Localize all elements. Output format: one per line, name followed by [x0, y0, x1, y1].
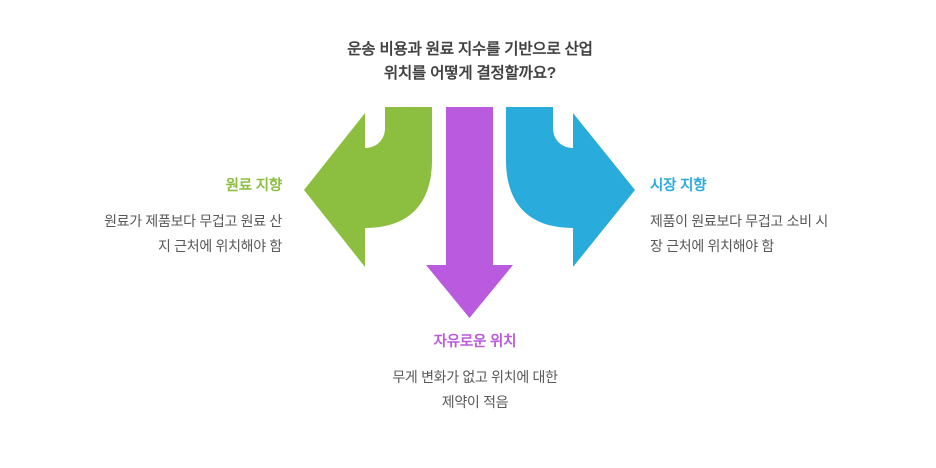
branch-label-market: 시장 지향: [650, 178, 707, 194]
branch-description-market: 제품이 원료보다 무겁고 소비 시 장 근처에 위치해야 함: [650, 213, 828, 254]
green-curved-left-arrow: [304, 107, 432, 267]
diagram-title: 운송 비용과 원료 지수를 기반으로 산업 위치를 어떻게 결정할까요?: [347, 41, 593, 82]
purple-down-arrow: [426, 107, 513, 318]
branch-label-free-location: 자유로운 위치: [433, 334, 517, 350]
branch-description-raw-material: 원료가 제품보다 무겁고 원료 산 지 근처에 위치해야 함: [104, 213, 282, 254]
branch-description-free-location: 무게 변화가 없고 위치에 대한 제약이 적음: [392, 369, 558, 410]
blue-curved-right-arrow: [506, 107, 635, 267]
branch-label-raw-material: 원료 지향: [225, 178, 283, 194]
